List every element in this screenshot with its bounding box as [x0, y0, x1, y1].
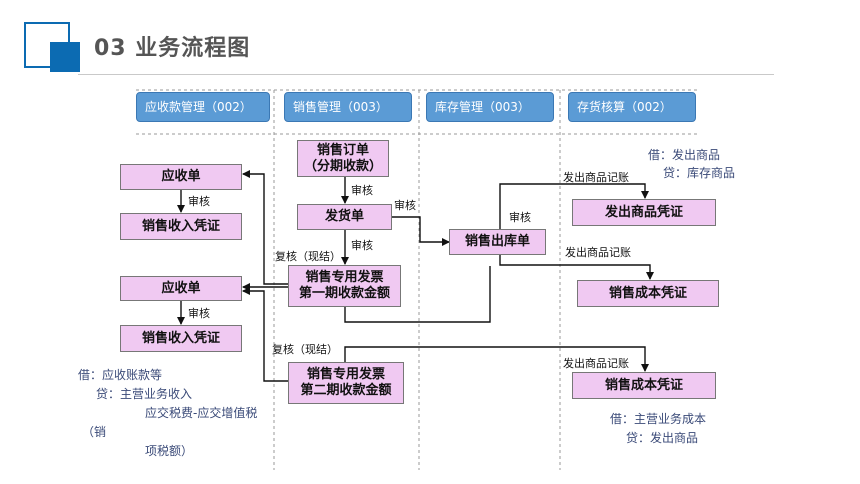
edge-invoice1-cost-route [344, 266, 491, 323]
note-receivable-credit: 贷：主营业务收入 [96, 387, 193, 401]
page-title: 03 业务流程图 [94, 36, 251, 61]
node-sales-order: 销售订单 （分期收款） [297, 140, 389, 177]
edge-outbound-cost-voucher1 [499, 255, 654, 280]
node-sales-invoice-2-line2: 第二期收款金额 [300, 383, 392, 398]
edge-label-audit-invoice: 审核 [351, 239, 373, 252]
node-receivable-1: 应收单 [120, 164, 242, 190]
edge-label-audit-receivable-1: 审核 [188, 195, 210, 208]
note-cost-debit: 借：主营业务成本 [610, 412, 707, 426]
note-shipped-debit: 借：发出商品 [648, 148, 721, 162]
title-decoration-square [50, 42, 80, 72]
node-goods-shipped-voucher: 发出商品凭证 [572, 199, 716, 226]
edge-label-shipped-posting-3: 发出商品记账 [563, 357, 629, 370]
edge-label-audit-outbound: 审核 [509, 211, 531, 224]
edge-invoice1-receivable1 [242, 170, 288, 285]
note-receivable-tax-tail: 项税额） [145, 444, 194, 458]
note-receivable-tax-paren: （销 [82, 425, 107, 439]
edge-label-recheck-1: 复核（现结） [275, 250, 341, 263]
node-sales-income-voucher-2: 销售收入凭证 [120, 325, 242, 352]
node-sales-outbound-note: 销售出库单 [449, 229, 546, 255]
node-sales-invoice-1: 销售专用发票 第一期收款金额 [288, 265, 401, 307]
node-sales-order-line2: （分期收款） [303, 158, 382, 174]
note-cost-credit: 贷：发出商品 [626, 431, 699, 445]
dept-header-inventory: 库存管理（003） [426, 92, 554, 122]
node-receivable-2: 应收单 [120, 276, 242, 301]
node-sales-invoice-1-line2: 第一期收款金额 [298, 286, 390, 301]
node-sales-order-line1: 销售订单 [316, 142, 369, 158]
edge-label-shipped-posting-2: 发出商品记账 [565, 246, 631, 259]
edge-outbound-shipped-voucher [499, 183, 649, 229]
edge-label-recheck-2: 复核（现结） [272, 343, 338, 356]
note-shipped-credit: 贷：库存商品 [663, 166, 736, 180]
note-receivable-tax: 应交税费-应交增值税 [145, 406, 258, 420]
node-sales-cost-voucher-2: 销售成本凭证 [572, 372, 716, 399]
dept-header-inventory-accounting: 存货核算（002） [568, 92, 696, 122]
edge-delivery-outbound [392, 216, 450, 246]
title-divider [78, 74, 774, 75]
node-sales-income-voucher-1: 销售收入凭证 [120, 213, 242, 240]
node-delivery-note: 发货单 [297, 204, 392, 230]
edge-label-audit-delivery: 审核 [394, 199, 416, 212]
note-receivable-debit: 借：应收账款等 [78, 368, 163, 382]
node-sales-invoice-2-line1: 销售专用发票 [306, 367, 385, 382]
edge-label-audit-receivable-2: 审核 [188, 307, 210, 320]
swimlane-dividers [136, 89, 700, 470]
node-sales-invoice-2: 销售专用发票 第二期收款金额 [288, 362, 404, 404]
edge-invoice2-receivable2 [242, 287, 288, 382]
dept-header-receivables: 应收款管理（002） [136, 92, 270, 122]
edge-invoice2-cost-voucher2 [344, 346, 649, 372]
dept-header-sales: 销售管理（003） [284, 92, 412, 122]
edge-label-audit-order: 审核 [351, 184, 373, 197]
node-sales-cost-voucher-1: 销售成本凭证 [577, 280, 719, 307]
node-sales-invoice-1-line1: 销售专用发票 [305, 270, 384, 285]
edge-label-shipped-posting-1: 发出商品记账 [563, 171, 629, 184]
